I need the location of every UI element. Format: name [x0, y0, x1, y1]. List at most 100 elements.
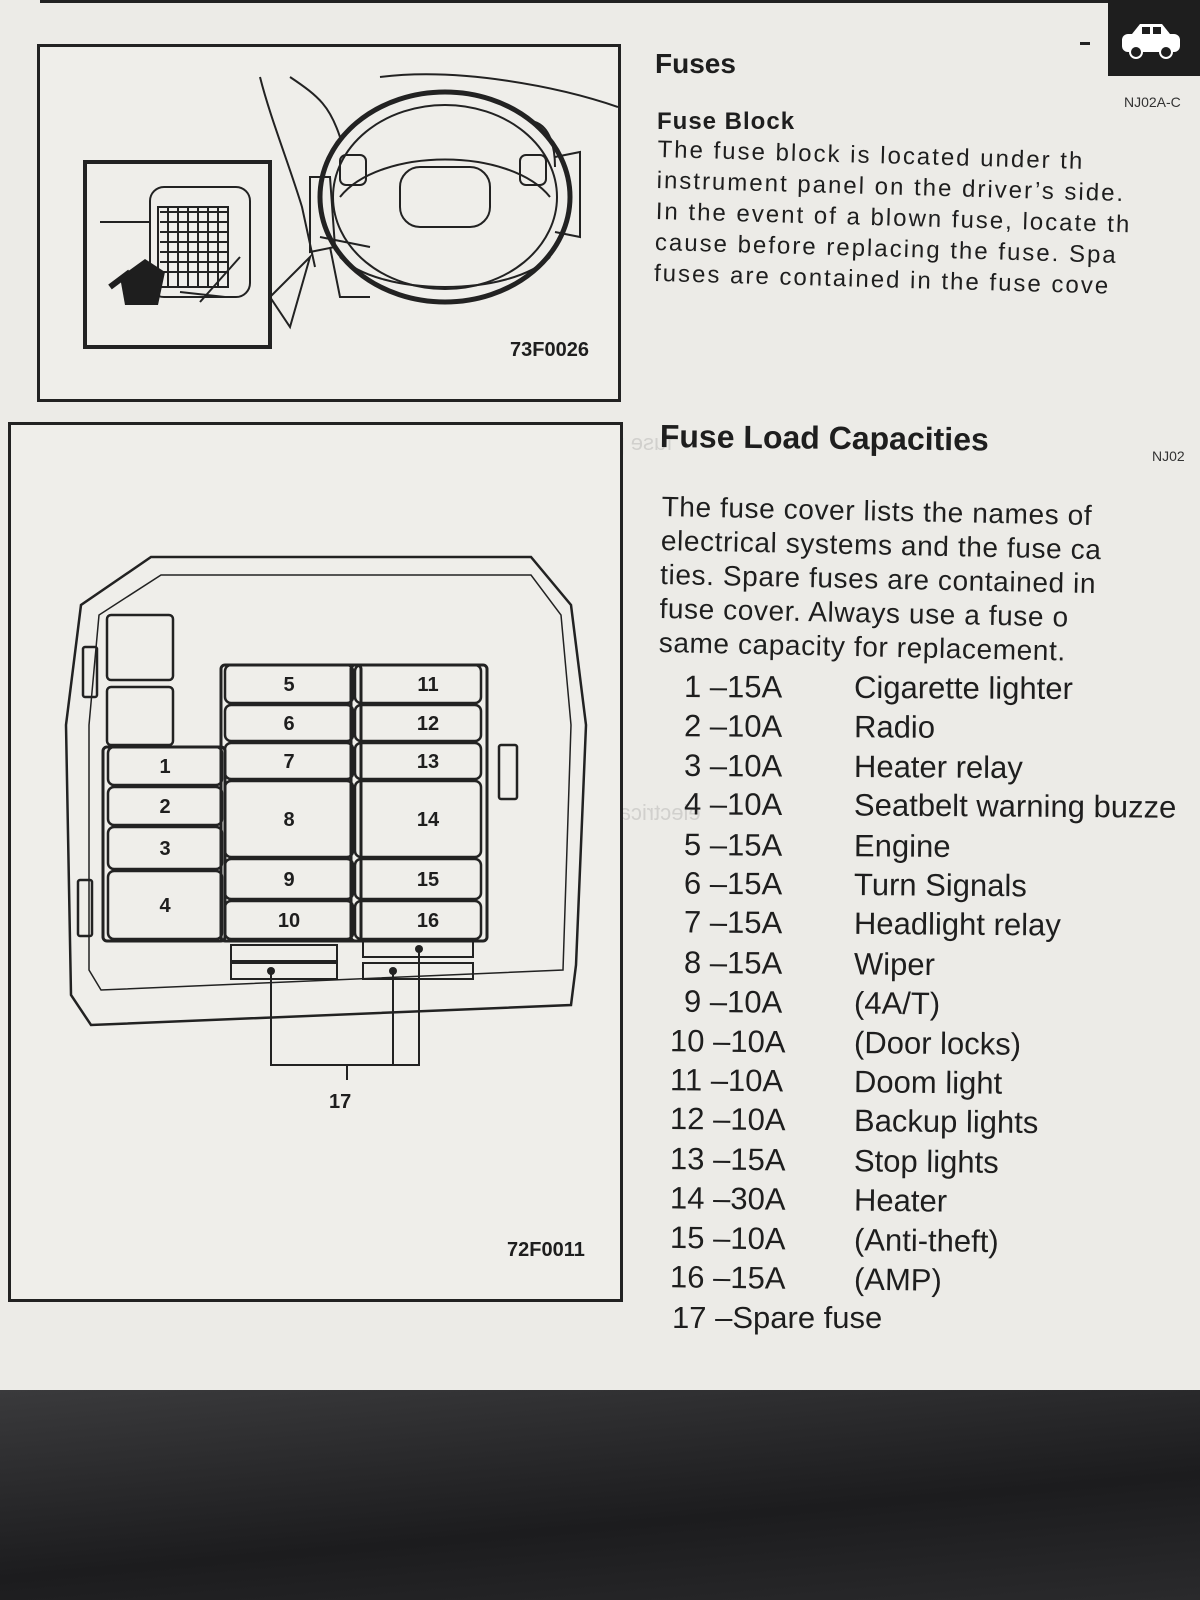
dashboard-figure: 73F0026: [37, 44, 621, 402]
fuse-slot-label: 14: [417, 809, 440, 831]
fuse-row: 9 –10A (4A/T): [684, 984, 940, 1022]
fuse-rating: 6 –15A: [683, 865, 783, 902]
fuse-circuit-name: Doom light: [853, 1064, 1003, 1101]
fuse-row: 15 –10A (Anti-theft): [670, 1220, 999, 1260]
fuse-block-text: The fuse block is located under th instr…: [653, 135, 1132, 300]
spare-fuse-row: 17 –Spare fuse: [672, 1300, 883, 1335]
spare-fuse-label: 17: [329, 1091, 352, 1113]
fuse-slot: [223, 857, 355, 901]
fuse-row: 11 –10A Doom light: [670, 1062, 1003, 1101]
fuse-slot: [353, 703, 483, 743]
fuse-row: 7 –15A Headlight relay: [684, 905, 1061, 944]
fuse-slot: [353, 899, 483, 941]
fuse-row: 16 –15A (AMP): [670, 1259, 942, 1299]
fuse-rating: 7 –15A: [683, 904, 783, 941]
fuse-rating: 10 –10A: [669, 1022, 786, 1059]
fuse-slot-label: 6: [283, 713, 294, 735]
figure-caption: 73F0026: [510, 339, 589, 361]
fuse-slot: [223, 899, 355, 941]
fuse-rating: 12 –10A: [669, 1101, 786, 1138]
fuse-slot-label: 8: [283, 809, 294, 831]
fuse-slot: [223, 741, 355, 781]
fuse-slot-label: 13: [417, 751, 439, 773]
fuse-rating: 5 –15A: [683, 826, 783, 863]
fuse-rating: 15 –10A: [669, 1219, 786, 1256]
dashboard-illustration: [83, 73, 619, 349]
background-surface: [0, 1390, 1200, 1600]
fuse-slot-label: 12: [417, 713, 439, 735]
fuse-circuit-name: (4A/T): [853, 985, 941, 1022]
fuse-slot: [353, 663, 483, 705]
fuse-row: 1 –15A Cigarette lighter: [684, 669, 1073, 707]
fuse-slot-label: 10: [278, 910, 300, 932]
fuse-block-title: Fuse Block: [657, 108, 796, 135]
header-rule: [1080, 42, 1090, 45]
fuse-rating: 3 –10A: [683, 747, 783, 784]
fuse-circuit-name: Backup lights: [853, 1103, 1039, 1141]
fuse-slot: [106, 785, 224, 827]
fuse-slot-label: 4: [159, 895, 171, 917]
fuse-row: 10 –10A (Door locks): [670, 1023, 1021, 1062]
fuse-row: 2 –10A Radio: [684, 709, 935, 746]
fuse-slot: [223, 663, 355, 705]
fuse-rating: 4 –10A: [683, 786, 783, 823]
fuse-slot: [223, 703, 355, 743]
fuse-circuit-name: (Door locks): [853, 1024, 1022, 1062]
fuse-slot-label: 7: [283, 751, 294, 773]
fuse-slot: [353, 779, 483, 859]
fuse-slot-label: 5: [283, 674, 294, 696]
fuse-circuit-name: Stop lights: [853, 1143, 999, 1180]
manual-page: Transmission · Automatic fuse puller, an…: [0, 0, 1200, 1390]
fuse-row: 5 –15A Engine: [684, 827, 951, 865]
fuse-slot-label: 16: [417, 910, 439, 932]
fuse-circuit-name: Seatbelt warning buzze: [853, 787, 1177, 825]
fuse-row: 12 –10A Backup lights: [670, 1101, 1039, 1141]
car-icon: [1122, 24, 1180, 59]
fuse-row: 4 –10A Seatbelt warning buzze: [684, 787, 1176, 826]
fuse-rating: 13 –15A: [669, 1140, 786, 1178]
fuse-slot-label: 2: [159, 796, 170, 818]
fuse-rating: 11 –10A: [669, 1062, 784, 1099]
fuse-row: 13 –15A Stop lights: [670, 1141, 999, 1181]
fuse-circuit-name: Turn Signals: [853, 866, 1028, 904]
fuse-slot-label: 3: [159, 838, 170, 860]
figure-caption: 72F0011: [507, 1239, 585, 1261]
top-rule: [40, 0, 1110, 3]
fuse-rating: 8 –15A: [683, 944, 783, 981]
section-title: Fuses: [655, 48, 736, 79]
fuse-slot: [106, 825, 224, 871]
fuse-slot-label: 11: [417, 674, 438, 696]
load-capacities-text: The fuse cover lists the names of electr…: [658, 490, 1102, 667]
fuse-circuit-name: Headlight relay: [853, 906, 1061, 943]
fuse-circuit-name: Cigarette lighter: [853, 669, 1073, 707]
fuse-row: 14 –30A Heater: [670, 1181, 947, 1220]
fuse-circuit-name: Heater: [853, 1182, 948, 1219]
fuse-slot: [353, 741, 483, 781]
fuse-slot-label: 9: [283, 869, 294, 891]
fuse-row: 3 –10A Heater relay: [684, 748, 1023, 786]
fuse-circuit-name: Heater relay: [853, 748, 1023, 785]
fuse-circuit-name: (AMP): [853, 1261, 943, 1298]
load-capacities-title: Fuse Load Capacities: [659, 418, 989, 458]
fuse-circuit-name: Radio: [853, 709, 936, 746]
fuse-circuit-name: Engine: [853, 827, 951, 864]
section-code: NJ02A-C: [1124, 94, 1181, 110]
fuse-slot: [106, 869, 224, 941]
load-code: NJ02: [1152, 448, 1185, 464]
fuse-slot: [223, 779, 355, 859]
fuse-slot-label: 15: [417, 869, 439, 891]
fuse-circuit-name: (Anti-theft): [853, 1221, 999, 1259]
fuse-slot: [353, 857, 483, 901]
fuse-rating: 9 –10A: [683, 983, 783, 1020]
fuse-rating: 14 –30A: [669, 1180, 786, 1217]
fuse-rating: 1 –15A: [683, 668, 783, 705]
fuse-row: 6 –15A Turn Signals: [684, 866, 1027, 905]
fuse-rating: 2 –10A: [683, 708, 783, 745]
fuse-slot-label: 1: [159, 756, 170, 778]
fuse-slot: [106, 745, 224, 787]
fuse-rating: 16 –15A: [669, 1259, 786, 1296]
